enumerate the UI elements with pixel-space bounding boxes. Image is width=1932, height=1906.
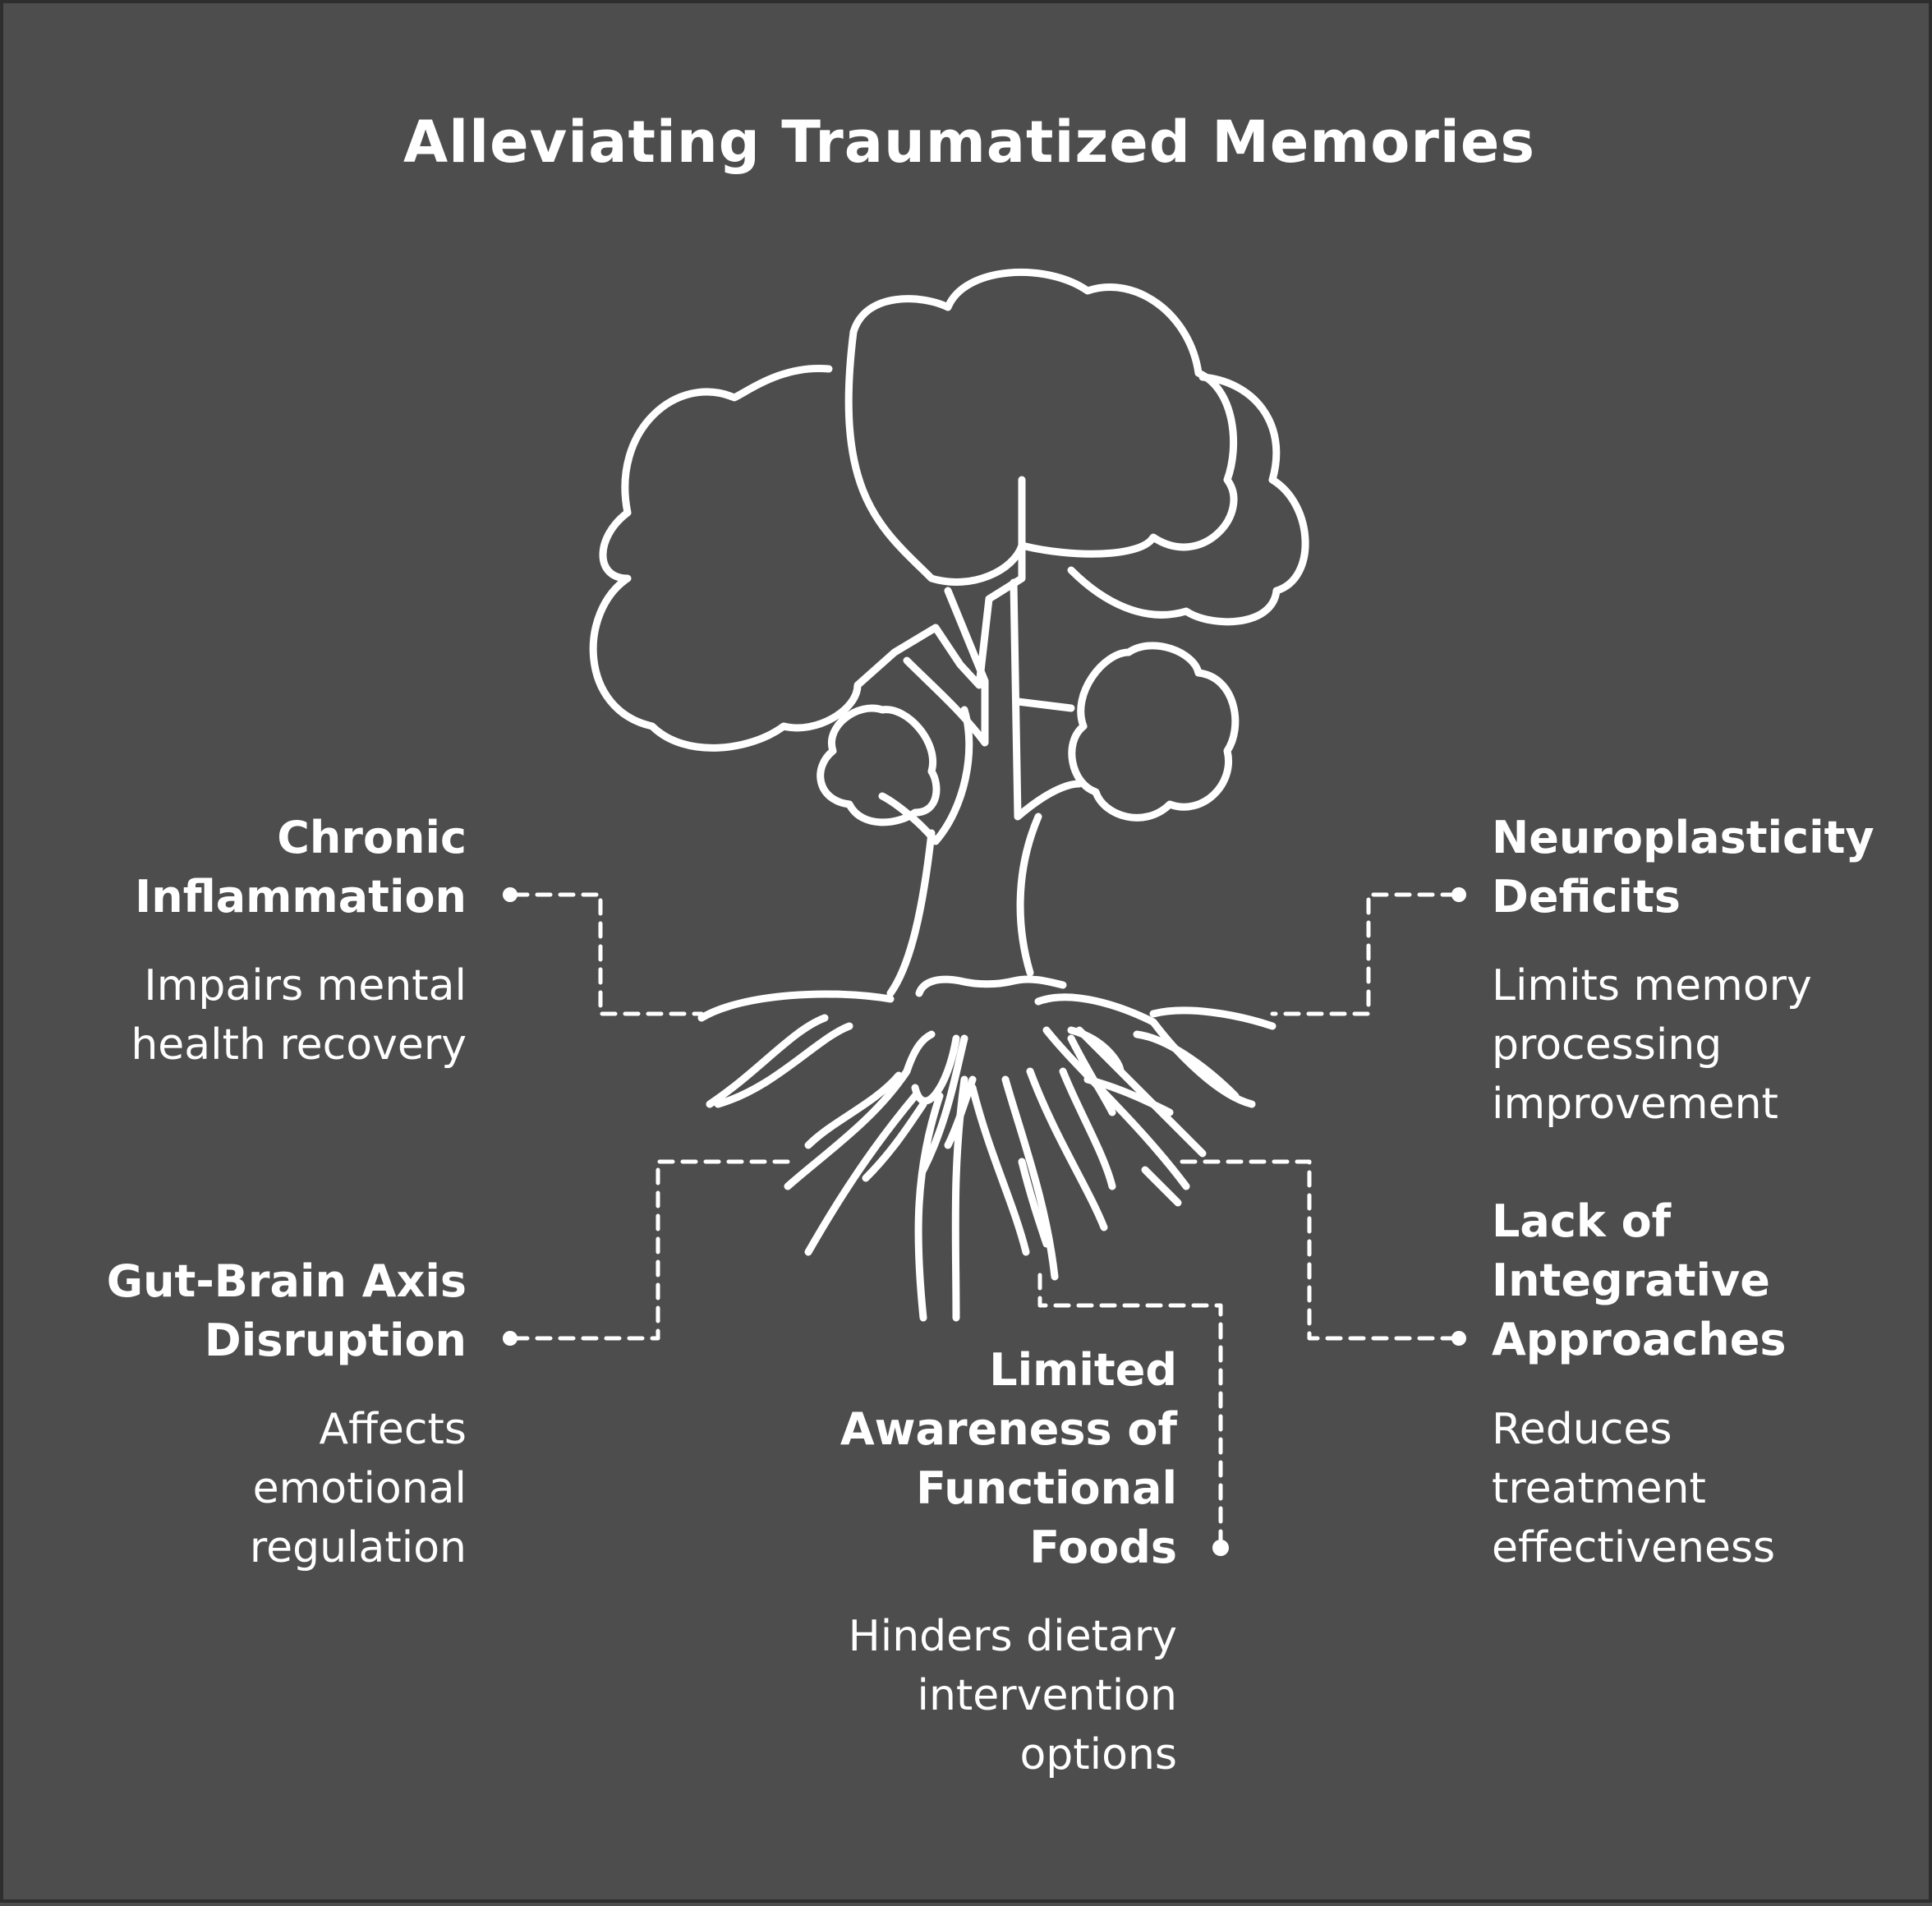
canopy-small-right — [1068, 642, 1240, 822]
connector-lines — [512, 892, 1458, 1548]
tree-illustration — [503, 269, 1466, 1556]
description-neuroplasticity: Limits memory processing improvement — [1492, 961, 1812, 1129]
heading-limited-awareness: Limited Awareness of Functional Foods — [840, 1344, 1177, 1573]
heading-neuroplasticity: Neuroplasticity Deficits — [1492, 812, 1874, 923]
canopy-left — [589, 364, 1026, 752]
diagram-title: Alleviating Traumatized Memories — [402, 108, 1536, 176]
heading-chronic-inflammation: Chronic Inflammation — [135, 812, 467, 923]
tree-roots — [697, 990, 895, 1108]
description-gut-brain-axis: Affects emotional regulation — [249, 1405, 467, 1572]
heading-integrative-approaches: Lack of Integrative Approaches — [1492, 1195, 1787, 1365]
description-integrative-approaches: Reduces treatment effectiveness — [1492, 1405, 1776, 1572]
canopy-right — [1067, 373, 1309, 626]
description-limited-awareness: Hinders dietary intervention options — [848, 1612, 1177, 1779]
canopy-small-left — [816, 704, 941, 826]
description-chronic-inflammation: Impairs mental health recovery — [131, 961, 467, 1070]
tree-trunk — [878, 587, 989, 845]
heading-gut-brain-axis: Gut-Brain Axis Disruption — [106, 1255, 467, 1366]
canopy-center — [844, 269, 1238, 586]
connector-dots — [503, 887, 1466, 1556]
